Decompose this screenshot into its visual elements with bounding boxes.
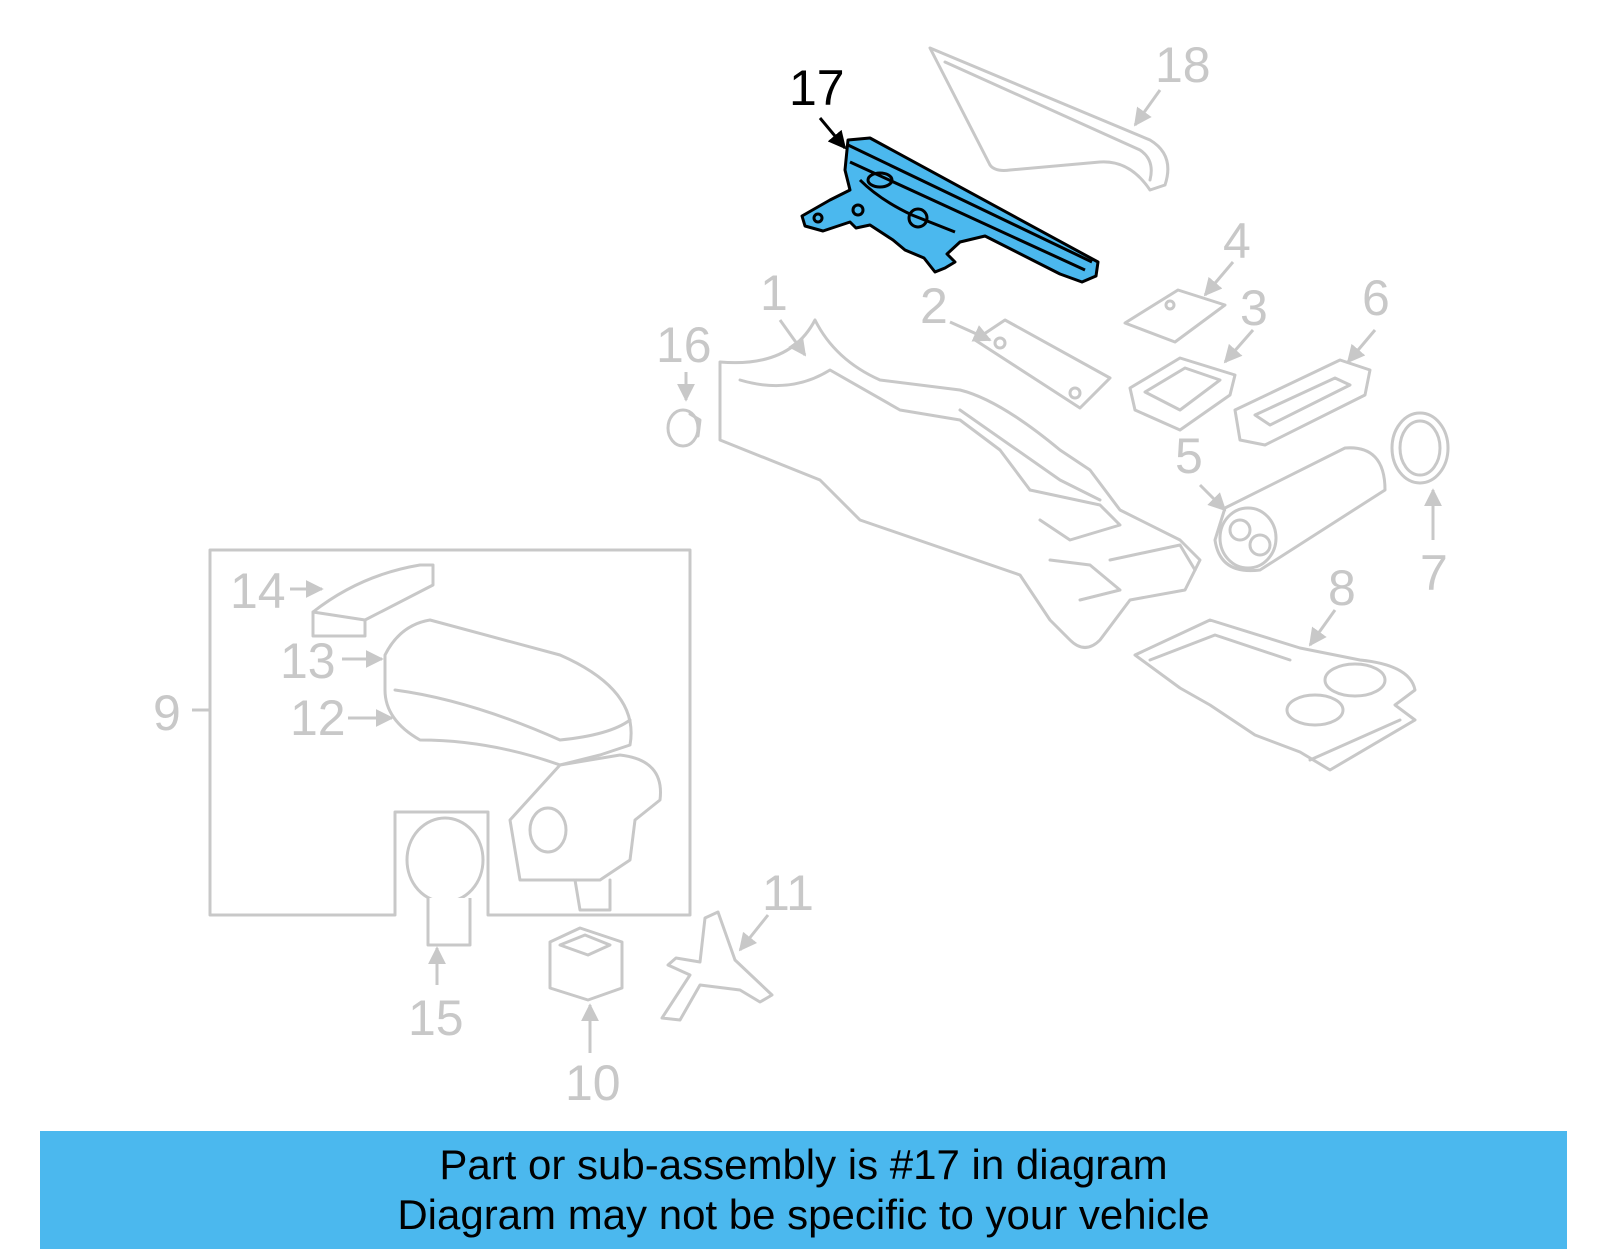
callout-17: 17 [789,60,845,116]
part-5-cupholder[interactable] [1213,446,1387,573]
part-4-lid[interactable] [1123,288,1227,344]
part-16-cap[interactable] [666,408,702,448]
callout-11: 11 [762,865,814,921]
callout-labels: 1 2 3 4 5 6 7 8 9 10 11 12 13 14 15 16 1… [153,37,1448,1111]
callout-18: 18 [1155,37,1211,93]
leader-arrows [192,89,1442,1053]
part-11-stand[interactable] [660,910,774,1022]
part-14-insert[interactable] [311,563,435,638]
callout-2: 2 [920,278,948,334]
callout-4: 4 [1223,213,1251,269]
callout-12: 12 [290,690,346,746]
part-17-highlighted[interactable] [800,136,1100,284]
part-6-tray[interactable] [1233,358,1372,447]
part-15-knob[interactable] [405,816,485,947]
callout-1: 1 [760,265,788,321]
callout-17-arrow [818,117,847,150]
part-2-plate[interactable] [973,318,1112,410]
callout-7: 7 [1420,545,1448,601]
part-12-13-armrest[interactable] [383,618,662,912]
callout-16: 16 [656,317,712,373]
banner-line-1: Part or sub-assembly is #17 in diagram [439,1141,1168,1188]
callout-14: 14 [230,563,286,619]
callout-3: 3 [1240,280,1268,336]
part-8-bracket[interactable] [1133,618,1417,772]
callout-8: 8 [1328,560,1356,616]
callout-5: 5 [1175,428,1203,484]
part-7-ring[interactable] [1390,411,1450,485]
callout-15: 15 [408,990,464,1046]
part-10-box[interactable] [548,926,624,1002]
part-9-assembly-box [208,548,692,917]
callout-10: 10 [565,1055,621,1111]
callout-9: 9 [153,685,181,741]
callout-6: 6 [1362,270,1390,326]
part-1-center-console[interactable] [718,318,1202,649]
banner-line-2: Diagram may not be specific to your vehi… [397,1191,1210,1238]
part-3-tray[interactable] [1128,356,1237,432]
part-18-trim[interactable] [928,46,1170,192]
callout-13: 13 [280,633,336,689]
info-banner: Part or sub-assembly is #17 in diagram D… [40,1131,1567,1249]
